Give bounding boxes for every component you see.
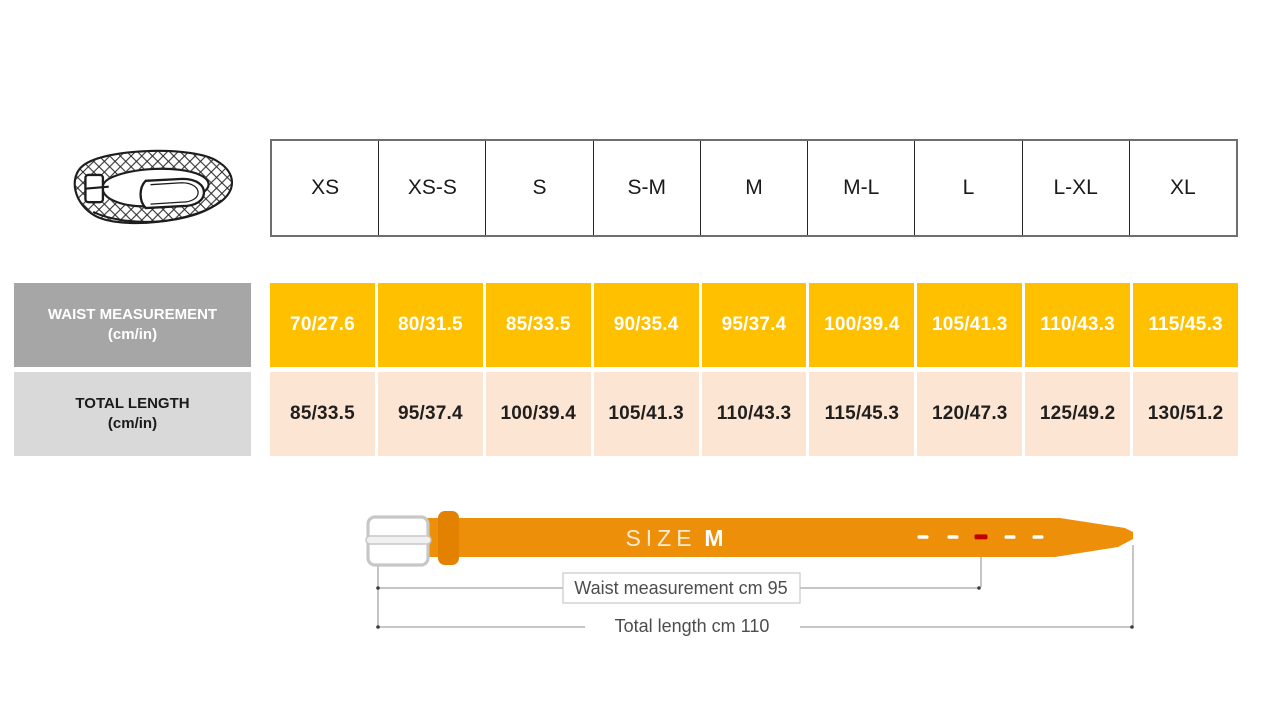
waist-label-text: WAIST MEASUREMENT — [47, 305, 218, 323]
total-length-dimension: Total length cm 110 — [376, 616, 1134, 636]
length-label-text: TOTAL LENGTH — [75, 394, 190, 412]
size-header-cell: XS — [311, 176, 340, 199]
waist-value-cell: 105/41.3 — [917, 283, 1023, 367]
belt-strap — [425, 518, 1133, 557]
waist-value-cell: 80/31.5 — [377, 283, 483, 367]
size-header-cell: M-L — [807, 141, 914, 235]
size-header-cell: S — [485, 141, 592, 235]
length-value-cell: 130/51.2 — [1133, 372, 1239, 456]
length-value-cell: 115/45.3 — [809, 372, 915, 456]
waist-annotation: Waist measurement cm 95 — [574, 578, 787, 598]
length-value-cell: 85/33.5 — [270, 372, 375, 456]
selected-hole-marker — [974, 534, 988, 540]
belt-keeper-loop — [438, 511, 459, 565]
size-header-cell: XL — [1128, 141, 1236, 235]
waist-value-cell: 70/27.6 — [270, 283, 375, 367]
braided-belt-icon — [56, 140, 246, 247]
belt-buckle — [365, 515, 432, 567]
waist-value-cell: 95/37.4 — [701, 283, 807, 367]
length-value-cell: 95/37.4 — [377, 372, 483, 456]
size-header-cell: S-M — [592, 141, 700, 235]
belt-measurement-diagram: SIZE M Waist measurement cm 95 Total len… — [355, 495, 1155, 660]
waist-value-cell: 85/33.5 — [485, 283, 591, 367]
waist-measurement-row-label: WAIST MEASUREMENT (cm/in) — [14, 283, 251, 367]
length-value-cell: 105/41.3 — [593, 372, 699, 456]
waist-value-cell: 100/39.4 — [809, 283, 915, 367]
length-value-cell: 100/39.4 — [485, 372, 591, 456]
waist-dimension: Waist measurement cm 95 — [376, 572, 981, 604]
length-value-cell: 125/49.2 — [1025, 372, 1131, 456]
size-value: M — [704, 525, 723, 551]
waist-value-cell: 110/43.3 — [1025, 283, 1131, 367]
size-header-cell: M — [699, 141, 807, 235]
length-value-cell: 110/43.3 — [701, 372, 807, 456]
length-value-cell: 120/47.3 — [917, 372, 1023, 456]
size-header-cell: XS-S — [378, 141, 485, 235]
buckle-prong — [365, 535, 432, 545]
total-length-annotation: Total length cm 110 — [615, 616, 770, 636]
size-header-cell: L-XL — [1021, 141, 1129, 235]
total-length-row-label: TOTAL LENGTH (cm/in) — [14, 372, 251, 456]
waist-label-unit: (cm/in) — [107, 326, 158, 343]
belt-holes — [917, 534, 1044, 540]
length-label-unit: (cm/in) — [107, 415, 158, 432]
size-header-cell: L — [914, 141, 1021, 235]
waist-value-cell: 90/35.4 — [593, 283, 699, 367]
waist-value-cell: 115/45.3 — [1133, 283, 1239, 367]
size-label: SIZE — [625, 525, 696, 551]
